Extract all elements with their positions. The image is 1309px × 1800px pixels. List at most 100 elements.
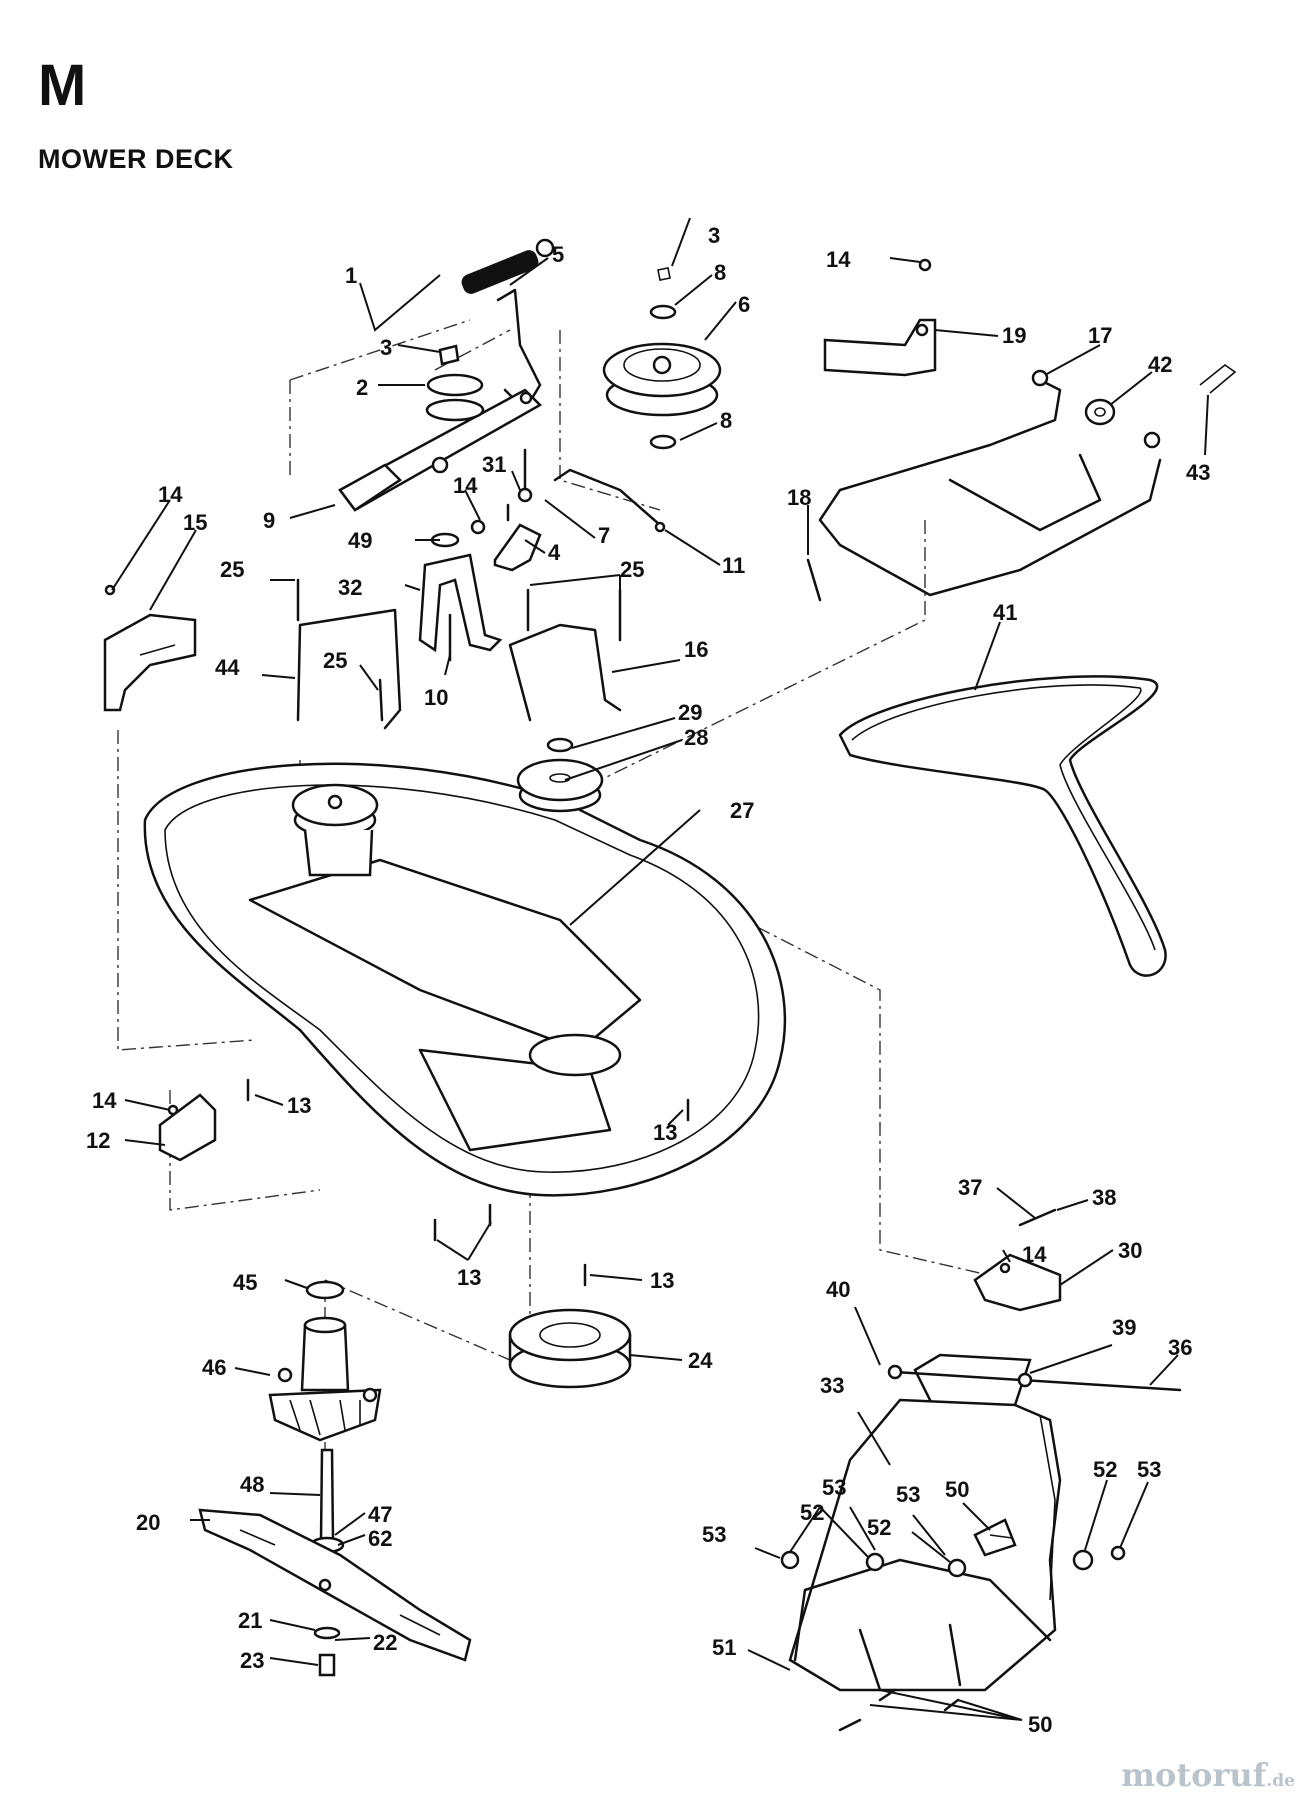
callout-19: 19 bbox=[1002, 323, 1026, 348]
callout-52-right: 52 bbox=[1093, 1457, 1117, 1482]
callout-51: 51 bbox=[712, 1635, 736, 1660]
part-12-bracket bbox=[158, 1093, 217, 1162]
callout-47: 47 bbox=[368, 1502, 392, 1527]
part-46-spindle bbox=[268, 1280, 382, 1442]
part-33-chute bbox=[788, 1353, 1062, 1692]
part-9-idler-bracket bbox=[338, 388, 543, 512]
part-48-shaft bbox=[309, 1448, 345, 1554]
callout-52-center: 52 bbox=[867, 1515, 891, 1540]
callout-22: 22 bbox=[373, 1630, 397, 1655]
callout-13-right: 13 bbox=[653, 1120, 677, 1145]
callout-42: 42 bbox=[1148, 352, 1172, 377]
callout-25-left: 25 bbox=[220, 557, 244, 582]
part-27-deck bbox=[143, 737, 787, 1197]
callout-14-lower: 14 bbox=[92, 1088, 117, 1113]
callout-17: 17 bbox=[1088, 323, 1112, 348]
part-24-ring bbox=[508, 1308, 632, 1389]
callout-36: 36 bbox=[1168, 1335, 1192, 1360]
callout-20: 20 bbox=[136, 1510, 160, 1535]
callout-49: 49 bbox=[348, 528, 372, 553]
part-16-rod bbox=[508, 588, 622, 722]
callout-50-bottom: 50 bbox=[1028, 1712, 1052, 1737]
part-11-rod bbox=[553, 468, 666, 533]
callout-5: 5 bbox=[552, 242, 564, 267]
callout-46: 46 bbox=[202, 1355, 226, 1380]
part-36-pin bbox=[887, 1364, 1182, 1392]
callout-8-upper: 8 bbox=[714, 260, 726, 285]
hardware-cluster-upper bbox=[430, 448, 542, 572]
part-13-bolts bbox=[246, 1078, 690, 1287]
callout-29: 29 bbox=[678, 700, 702, 725]
callout-7: 7 bbox=[598, 523, 610, 548]
callout-40: 40 bbox=[826, 1277, 850, 1302]
callout-12: 12 bbox=[86, 1128, 110, 1153]
part-19-bracket bbox=[823, 258, 937, 377]
callout-25-right: 25 bbox=[620, 557, 644, 582]
callout-6: 6 bbox=[738, 292, 750, 317]
callout-39: 39 bbox=[1112, 1315, 1136, 1340]
callout-4: 4 bbox=[548, 540, 561, 565]
callout-53-center: 53 bbox=[896, 1482, 920, 1507]
callout-53-left: 53 bbox=[702, 1522, 726, 1547]
callout-62: 62 bbox=[368, 1526, 392, 1551]
callout-28: 28 bbox=[684, 725, 708, 750]
part-1-spring bbox=[461, 238, 555, 294]
part-50-flap bbox=[973, 1518, 1017, 1557]
callout-53-mid: 53 bbox=[822, 1475, 846, 1500]
callout-50-top: 50 bbox=[945, 1477, 969, 1502]
watermark-logo: motoruf.de bbox=[1121, 1756, 1295, 1794]
callout-13-bottom: 13 bbox=[457, 1265, 481, 1290]
part-37-spring bbox=[1018, 1208, 1057, 1227]
callout-3-upper: 3 bbox=[380, 335, 392, 360]
callout-14-upper: 14 bbox=[453, 473, 478, 498]
callout-10: 10 bbox=[424, 685, 448, 710]
part-15-bracket bbox=[103, 584, 197, 712]
callout-43: 43 bbox=[1186, 460, 1210, 485]
part-30-bracket bbox=[973, 1253, 1062, 1312]
callout-27: 27 bbox=[730, 798, 754, 823]
callout-31: 31 bbox=[482, 452, 506, 477]
section-letter: M bbox=[38, 53, 87, 118]
callout-53-right: 53 bbox=[1137, 1457, 1161, 1482]
callout-25-mid: 25 bbox=[323, 648, 347, 673]
part-32-bracket bbox=[418, 553, 503, 662]
callout-45: 45 bbox=[233, 1270, 257, 1295]
callout-16: 16 bbox=[684, 637, 708, 662]
leader-lines bbox=[111, 217, 1209, 1721]
callout-41: 41 bbox=[993, 600, 1017, 625]
blade-hardware bbox=[313, 1626, 341, 1677]
part-44-rod bbox=[296, 578, 402, 730]
callout-11: 11 bbox=[722, 553, 745, 578]
callout-32: 32 bbox=[338, 575, 362, 600]
part-2-washer bbox=[426, 344, 484, 397]
part-41-belt bbox=[838, 675, 1167, 977]
callout-9: 9 bbox=[263, 508, 275, 533]
callout-13-left: 13 bbox=[287, 1093, 311, 1118]
callout-8-lower: 8 bbox=[720, 408, 732, 433]
part-20-blade bbox=[198, 1508, 472, 1662]
callout-14-chute: 14 bbox=[1022, 1242, 1047, 1267]
callout-23: 23 bbox=[240, 1648, 264, 1673]
callout-2: 2 bbox=[356, 375, 368, 400]
callout-14-left: 14 bbox=[158, 482, 183, 507]
part-17-frame bbox=[806, 364, 1237, 602]
callout-37: 37 bbox=[958, 1175, 982, 1200]
callout-18: 18 bbox=[787, 485, 811, 510]
callout-44: 44 bbox=[215, 655, 240, 680]
callout-30: 30 bbox=[1118, 1238, 1142, 1263]
callout-3-pulley: 3 bbox=[708, 223, 720, 248]
callout-15: 15 bbox=[183, 510, 207, 535]
callout-13-mid: 13 bbox=[650, 1268, 674, 1293]
part-6-idler-pulley bbox=[602, 267, 722, 450]
callout-48: 48 bbox=[240, 1472, 264, 1497]
section-title: MOWER DECK bbox=[38, 144, 234, 174]
callout-1: 1 bbox=[345, 263, 357, 288]
callout-21: 21 bbox=[238, 1608, 262, 1633]
callout-14-top: 14 bbox=[826, 247, 851, 272]
callout-38: 38 bbox=[1092, 1185, 1116, 1210]
callout-24: 24 bbox=[688, 1348, 713, 1373]
callout-33: 33 bbox=[820, 1373, 844, 1398]
callout-labels: 1 2 3 5 3 8 6 8 9 31 14 7 49 4 11 32 10 … bbox=[86, 223, 1210, 1737]
callout-52-left: 52 bbox=[800, 1500, 824, 1525]
